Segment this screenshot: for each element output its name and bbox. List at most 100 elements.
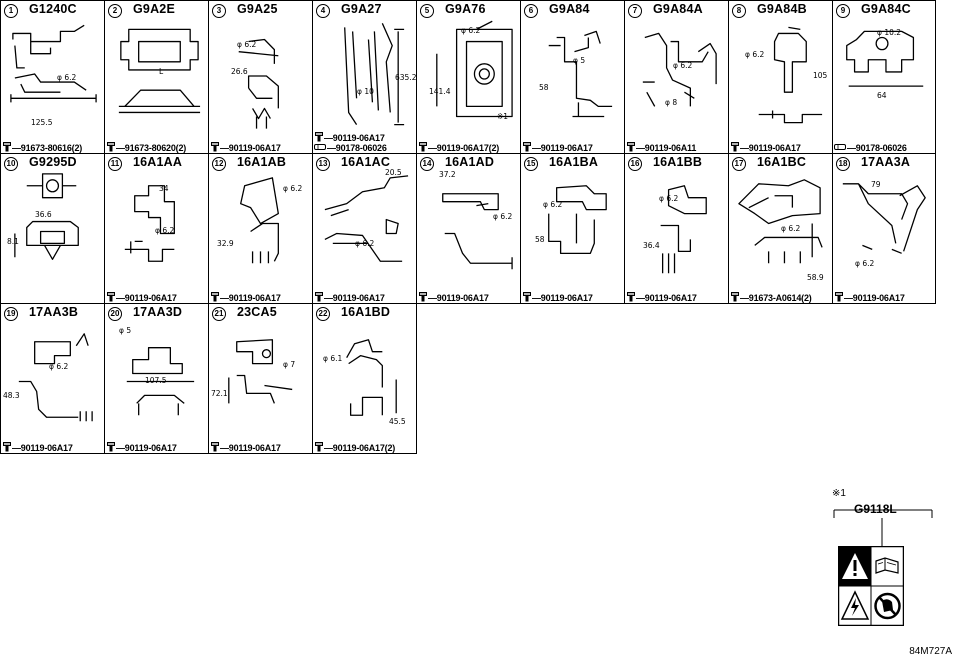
- fastener-callout: —90119-06A11: [625, 141, 728, 153]
- dimension-label: φ 6.2: [355, 238, 375, 248]
- part-code: 16A1AD: [445, 155, 495, 169]
- dimension-label: φ 6.2: [283, 184, 303, 194]
- dimension-label: 635.2: [395, 72, 417, 82]
- fastener-part-number: —90119-06A17: [740, 143, 801, 153]
- dimension-label: 48.3: [3, 390, 20, 400]
- bracket-outline: [442, 193, 513, 270]
- dimension-label: 34: [159, 184, 169, 194]
- dimension-label: φ 5: [573, 56, 586, 66]
- fastener-part-number: —90119-06A17: [116, 443, 177, 453]
- part-code: 16A1BA: [549, 155, 599, 169]
- bracket-outline: [738, 179, 823, 264]
- dimension-label: φ 6.2: [745, 50, 765, 60]
- fastener-part-number: —90119-06A17: [220, 293, 281, 303]
- dimension-label: 32.9: [217, 238, 234, 248]
- fastener-callout: —90119-06A17: [313, 131, 416, 143]
- fastener-part-number: —90119-06A17: [220, 143, 281, 153]
- fastener-part-number: —90119-06A17: [220, 443, 281, 453]
- item-number: 3: [212, 4, 226, 18]
- bolt-icon: [211, 142, 219, 152]
- fastener-callout: —90119-06A17: [105, 291, 208, 303]
- item-number: 6: [524, 4, 538, 18]
- fastener-callout: —90119-06A17: [729, 141, 832, 153]
- dimension-label: 36.6: [35, 210, 52, 220]
- fastener-part-number: —90119-06A17(2): [324, 443, 396, 453]
- bracket-drawing: [126, 347, 195, 416]
- fastener-part-number: —90119-06A17: [12, 443, 73, 453]
- fastener-callout: —90119-06A17: [209, 141, 312, 153]
- item-number: 13: [316, 157, 330, 171]
- bracket-outline: [660, 185, 707, 274]
- fastener-callout: —90178-06026: [833, 141, 935, 153]
- dimension-label: φ 7: [283, 360, 296, 370]
- bracket-outline: [548, 30, 613, 118]
- bracket-drawing: [118, 28, 201, 114]
- bracket-outline: [758, 26, 823, 124]
- item-number: 9: [836, 4, 850, 18]
- bracket-drawing: [842, 183, 926, 254]
- bolt-icon: [3, 142, 11, 152]
- bracket-outline: [124, 185, 175, 262]
- bracket-outline: [548, 185, 607, 254]
- fastener-part-number: —90119-06A17: [324, 133, 385, 143]
- item-number: 19: [4, 307, 18, 321]
- bracket-outline: [18, 333, 93, 422]
- bolt-icon: [419, 142, 427, 152]
- bolt-icon: [627, 142, 635, 152]
- no-disassembly-icon: [874, 592, 901, 620]
- dimension-label: φ 6.2: [659, 194, 679, 204]
- bracket-outline: [238, 38, 279, 129]
- dimension-label: φ 6.2: [237, 40, 257, 49]
- fastener-callout: —90119-06A17(2): [313, 441, 416, 453]
- fastener-callout: —91673-80620(2): [105, 141, 208, 153]
- fastener-part-number: —90119-06A17: [844, 293, 905, 303]
- part-code: G9A84C: [861, 2, 911, 16]
- bolt-icon: [627, 292, 635, 302]
- dimension-label: φ 5: [119, 326, 132, 336]
- bolt-icon: [523, 142, 531, 152]
- dimension-label: φ 6.2: [461, 25, 481, 35]
- bracket-outline: [14, 173, 79, 260]
- part-header: 9 G9A84C: [835, 2, 933, 19]
- fastener-callout: —90119-06A17: [625, 291, 728, 303]
- part-code: 16A1BC: [757, 155, 807, 169]
- fastener-callout: —90119-06A17: [105, 441, 208, 453]
- bolt-icon: [3, 442, 11, 452]
- bracket-outline: [346, 339, 397, 416]
- part-code: G1240C: [29, 2, 77, 16]
- legend-callout: ※1 G9118L: [832, 488, 942, 638]
- dimension-label: φ 8: [665, 97, 678, 107]
- dimension-label: φ 6.2: [49, 362, 69, 372]
- item-number: 4: [316, 4, 330, 18]
- bracket-outline: [842, 183, 926, 254]
- fastener-part-number: —90178-06026: [327, 143, 387, 153]
- dimension-label: φ 6.2: [493, 212, 513, 222]
- fastener-callout-secondary: —90178-06026: [313, 141, 416, 153]
- item-number: 14: [420, 157, 434, 171]
- fastener-part-number: —90178-06026: [847, 143, 907, 153]
- bracket-outline: [118, 28, 201, 114]
- fastener-part-number: —90119-06A17: [116, 293, 177, 303]
- bracket-outline: [344, 23, 405, 126]
